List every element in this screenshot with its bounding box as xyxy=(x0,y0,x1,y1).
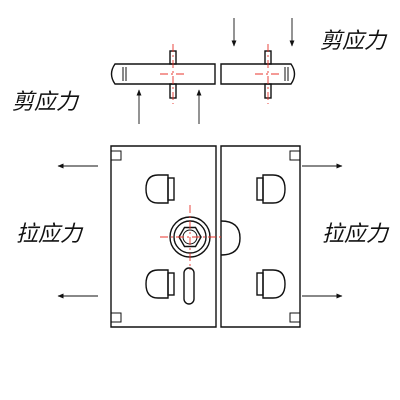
right-bolt xyxy=(264,50,272,99)
shear-arrows xyxy=(136,18,295,124)
right-plate xyxy=(220,145,301,328)
side-view-centerlines xyxy=(160,44,281,104)
front-view-centerlines xyxy=(160,205,222,270)
tensile-stress-label-right: 拉应力 xyxy=(322,222,389,247)
right-bar xyxy=(220,63,296,85)
shear-stress-label-right: 剪应力 xyxy=(320,29,387,54)
tension-arrows xyxy=(57,163,343,299)
left-bar xyxy=(110,63,216,85)
left-bolt xyxy=(169,50,177,99)
shear-stress-label-left: 剪应力 xyxy=(12,90,79,115)
tensile-stress-label-left: 拉应力 xyxy=(16,222,83,247)
left-plate xyxy=(110,145,217,328)
front-view xyxy=(110,145,301,328)
